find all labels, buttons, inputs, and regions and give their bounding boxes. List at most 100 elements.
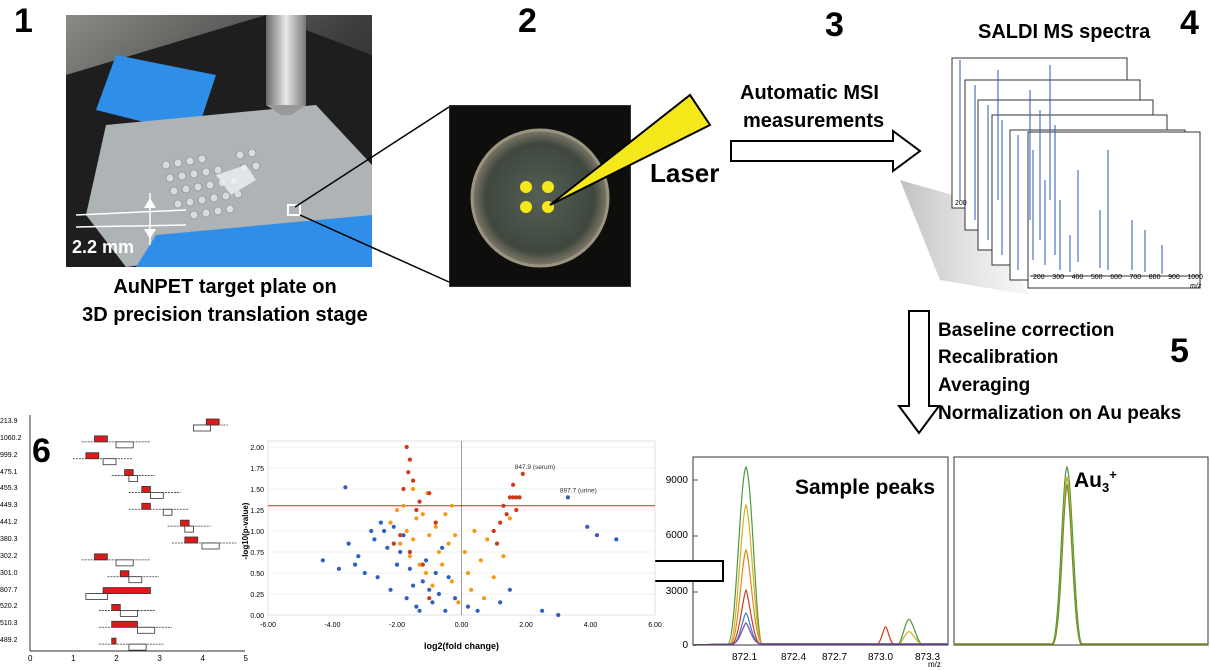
volcano-point [446,541,451,546]
sample-spot [470,128,610,268]
volcano-point [394,562,400,567]
processing-step-4: Normalization on Au peaks [938,403,1182,424]
volcano-point [388,520,393,525]
volcano-point [411,478,416,483]
volcano-point [565,495,571,500]
au-peak-title: Au3+ [1074,467,1117,495]
volcano-point [436,549,442,555]
volcano-x-tick: -4.00 [325,622,341,629]
volcano-point [456,600,461,605]
step-number-1: 1 [14,2,33,40]
spectra-x-tick: 700 [1129,274,1142,281]
volcano-x-tick: 2.00 [519,622,533,629]
volcano-point [398,533,403,538]
volcano-point [452,533,458,538]
laser-beam [549,93,712,206]
volcano-point [507,516,512,521]
boxplot-box-control [119,610,138,617]
boxplot-box-control [184,525,194,533]
volcano-x-tick: 0.00 [455,622,469,629]
volcano-point [491,528,496,534]
spectra-x-tick: 1000 [1187,274,1203,281]
boxplot-x-tick: 1 [71,654,76,663]
boxplot-box-sample [141,486,151,493]
boxplot-box-sample [94,435,108,443]
volcano-point [452,596,458,601]
volcano-point [417,499,422,504]
spectra-x-unit: m/z [1190,283,1202,290]
step-number-6: 6 [32,432,51,470]
boxplot-row-label: 510.3 [0,620,18,628]
au-title-main: Au [1074,469,1102,492]
boxplot-box-control [128,576,143,584]
volcano-point [346,541,351,546]
volcano-point [465,570,471,576]
volcano-point [443,512,448,517]
boxplot-row-label: 301.0 [0,569,18,577]
volcano-point [446,575,451,580]
volcano-point [336,566,342,571]
volcano-point [430,600,435,605]
volcano-point [382,528,387,534]
volcano-point [433,570,438,576]
volcano-point [436,591,442,597]
boxplot-box-sample [184,536,199,544]
volcano-point [407,566,412,571]
peaks-y-tick: 9000 [665,475,688,486]
volcano-point [556,612,561,618]
target-plate-illustration [66,15,372,267]
step-number-4: 4 [1180,4,1199,42]
volcano-point [423,570,429,576]
peaks-x-tick: 872.7 [822,652,848,663]
volcano-point [540,608,545,613]
laser-spot-1 [520,181,532,193]
volcano-point [501,503,506,508]
volcano-y-tick: 1.00 [250,529,264,536]
volcano-point [391,541,396,546]
volcano-y-tick: 0.75 [250,550,264,557]
plate-caption-line2: 3D precision translation stage [82,304,368,326]
volcano-y-tick: 2.00 [250,445,264,452]
au-title-subscript: 3 [1102,480,1110,496]
boxplot-box-control [201,542,220,550]
boxplot-box-control [137,626,156,634]
volcano-point [406,470,411,475]
spectra-stack [900,57,1201,295]
volcano-point [401,503,406,508]
volcano-point [378,520,383,525]
volcano-annotation: 847.9 (serum) [515,464,555,471]
volcano-point [511,495,516,500]
volcano-point [494,541,500,546]
boxplot-row-label: 449.3 [0,502,18,510]
volcano-point [388,587,393,592]
volcano-point [320,558,325,563]
volcano-point [394,507,400,513]
volcano-y-tick: 0.50 [250,571,264,578]
boxplot-chart [29,415,245,652]
volcano-point [585,524,590,529]
boxplot-x-ticks: 0 1 2 3 4 5 [28,654,248,663]
spectra-x-tick: 800 [1148,274,1161,281]
boxplot-box-sample [180,519,190,527]
step-number-5: 5 [1170,332,1189,370]
volcano-point [369,528,374,534]
volcano-point [520,471,525,476]
volcano-point [414,604,419,609]
boxplot-row-label: 455.3 [0,485,18,493]
volcano-point [449,579,454,584]
volcano-point [485,537,490,542]
boxplot-row-label: 520.2 [0,603,18,611]
boxplot-row-label: 807.7 [0,586,18,594]
spectra-x-ticks: 200 300 400 500 600 700 800 900 1000 [1033,274,1203,281]
volcano-point [385,545,390,550]
volcano-point [407,457,412,462]
boxplot-row-label: 302.2 [0,552,18,560]
volcano-point [517,495,522,500]
boxplot-box-control [85,593,108,600]
volcano-point [469,587,474,592]
volcano-point [501,554,506,559]
volcano-annotation: 897.7 (urine) [560,487,597,494]
volcano-point [407,549,412,555]
